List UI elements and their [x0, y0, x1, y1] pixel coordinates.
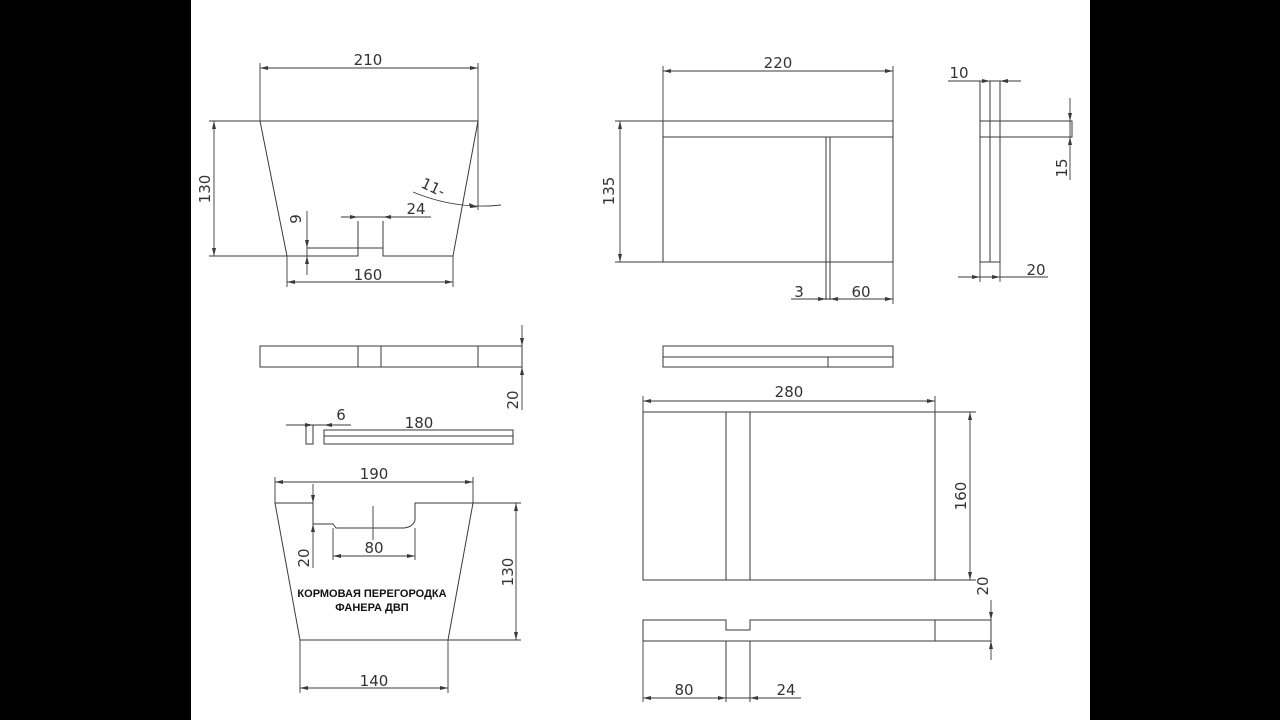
dim-180: 180 [405, 414, 434, 432]
dim-80: 80 [364, 539, 383, 557]
top-right-part: 220 135 3 60 [600, 54, 894, 304]
dim-10: 10 [949, 64, 968, 82]
dim-3: 3 [794, 283, 804, 301]
technical-drawing: 210 130 160 9 24 11- [196, 51, 1073, 702]
dim-130-left: 130 [196, 175, 214, 204]
thin-strip-rect [323, 429, 514, 445]
dim-80-bottom: 80 [674, 681, 693, 699]
dim-20-notch: 20 [295, 548, 313, 567]
bulkhead-label-line2: ФАНЕРА ДВП [335, 602, 408, 614]
stern-bulkhead: 190 130 20 80 КОРМОВАЯ ПЕРЕГОРОДКА ФАНЕР… [274, 465, 521, 693]
dim-24-bottom: 24 [776, 681, 795, 699]
dim-20-side: 20 [1026, 261, 1045, 279]
dim-280: 280 [775, 383, 804, 401]
dim-angle-11: 11- [418, 174, 448, 201]
drawing-sheet: 210 130 160 9 24 11- [191, 0, 1090, 720]
dim-24-top: 24 [406, 200, 425, 218]
dim-20-bottom: 20 [974, 576, 992, 595]
right-strip [662, 345, 894, 368]
dim-190: 190 [360, 465, 389, 483]
side-profile: 10 15 20 [948, 64, 1073, 282]
dim-160-right: 160 [952, 482, 970, 511]
dim-20-strip: 20 [504, 390, 522, 409]
top-right-rect [662, 120, 894, 263]
thin-strip: 6 180 [286, 406, 514, 445]
dim-60: 60 [851, 283, 870, 301]
dim-210: 210 [354, 51, 383, 69]
bottom-strip [642, 619, 992, 642]
left-strip-rect [259, 345, 523, 368]
bulkhead-outline [274, 502, 474, 641]
dim-135: 135 [600, 177, 618, 206]
dim-140: 140 [360, 672, 389, 690]
dim-9: 9 [287, 214, 305, 224]
bulkhead-label-line1: КОРМОВАЯ ПЕРЕГОРОДКА [297, 588, 446, 600]
dim-15: 15 [1053, 158, 1071, 177]
dim-6: 6 [336, 406, 346, 424]
bottom-right-part: 280 160 20 80 24 [642, 383, 993, 702]
top-left-part: 210 130 160 9 24 11- [196, 51, 502, 287]
dim-130-bulkhead: 130 [499, 558, 517, 587]
dim-220: 220 [764, 54, 793, 72]
left-strip: 20 [259, 325, 524, 410]
bottom-right-rect [642, 411, 936, 581]
dim-160-top: 160 [354, 266, 383, 284]
